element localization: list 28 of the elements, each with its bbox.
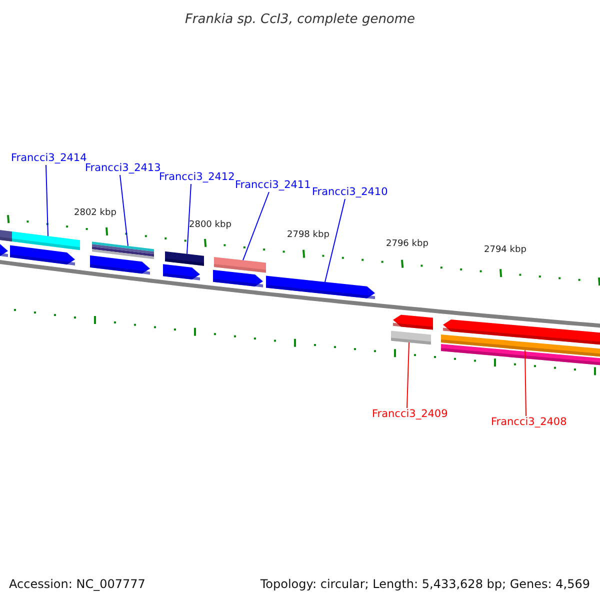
gene-bar <box>165 251 204 266</box>
gene-bar <box>391 330 431 345</box>
gene-label: Francci3_2413 <box>85 162 161 175</box>
gene-bar <box>92 242 154 260</box>
gene-bar <box>214 257 266 273</box>
leader-line <box>324 198 346 283</box>
tick-label: 2796 kbp <box>386 238 428 251</box>
title: Frankia sp. CcI3, complete genome <box>184 11 416 29</box>
tick-label: 2802 kbp <box>74 207 116 220</box>
tick-label: 2798 kbp <box>287 229 330 242</box>
gene-bar <box>12 232 80 250</box>
gene-block <box>266 276 375 300</box>
accession-text: Accession: NC_007777 <box>9 576 146 593</box>
tick-label: 2794 kbp <box>484 244 526 257</box>
leader-line <box>406 342 410 408</box>
gene-label: Francci3_2410 <box>312 186 388 199</box>
gene-label: Francci3_2411 <box>235 179 311 192</box>
tick-label: 2800 kbp <box>189 219 232 232</box>
gene-label: Francci3_2408 <box>491 416 567 429</box>
leader-line <box>186 184 192 254</box>
leader-line <box>46 164 48 237</box>
gene-label: Francci3_2414 <box>11 152 87 165</box>
gene-label: Francci3_2409 <box>372 408 448 421</box>
gene-bar <box>441 334 600 357</box>
leader-line <box>524 350 526 416</box>
genome-summary: Topology: circular; Length: 5,433,628 bp; Genes: 4,569 <box>260 576 590 593</box>
gene-label: Francci3_2412 <box>159 171 235 184</box>
leader-line <box>242 192 270 261</box>
